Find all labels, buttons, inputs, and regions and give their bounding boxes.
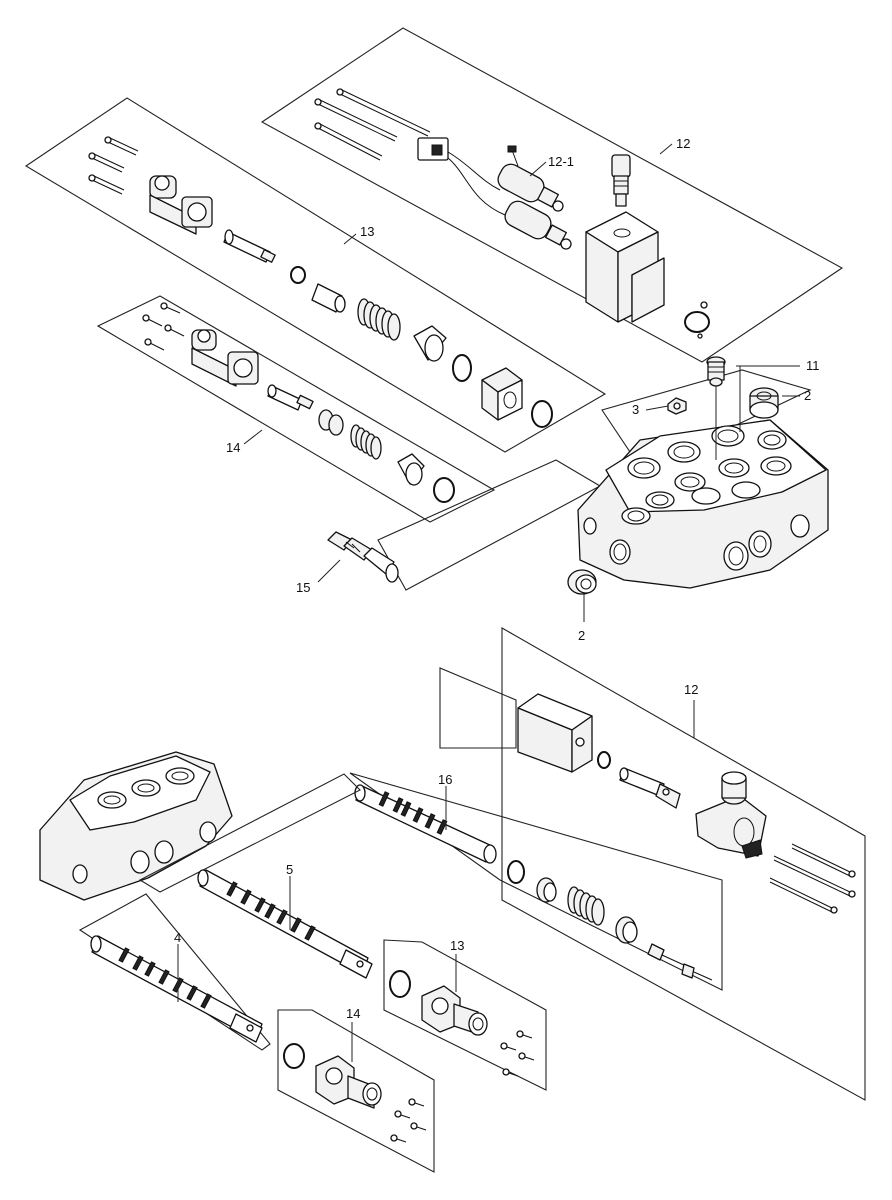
- o-ring-13-bottom: [389, 970, 411, 998]
- part-11-plug: [706, 356, 726, 460]
- group-13-bottom-frame: [383, 939, 547, 1091]
- cup-16: [615, 916, 638, 944]
- spring-13-top: [357, 298, 401, 341]
- relief-fitting-top: [611, 154, 631, 207]
- rod-end: [619, 767, 681, 809]
- spool-14-top: [267, 384, 314, 411]
- callout-12-1: 12-1: [548, 154, 574, 169]
- callout-3: 3: [632, 402, 639, 417]
- cover-13-bottom: [421, 985, 488, 1036]
- group-12-bottom-frame: [501, 627, 866, 1101]
- callout-2-mid: 2: [578, 628, 585, 643]
- callout-13-top: 13: [360, 224, 374, 239]
- group-13-top-frame: [24, 97, 607, 453]
- cover-13-top: [149, 175, 213, 235]
- adapter-block: [517, 693, 593, 773]
- group-14-top-frame: [96, 295, 496, 523]
- callout-13-bottom: 13: [450, 938, 464, 953]
- cover-14-top: [191, 329, 259, 387]
- group-14-top: [96, 295, 496, 523]
- main-valve-body-top: [577, 419, 829, 589]
- snap-ring-16: [507, 860, 525, 884]
- sleeve-13-top: [311, 283, 346, 313]
- spool-16: [354, 784, 497, 864]
- callout-12-top: 12: [676, 136, 690, 151]
- group-12-bottom: [439, 627, 866, 1101]
- electrical-connector: [417, 137, 506, 216]
- bolts-14-top: [142, 302, 185, 351]
- cup-14-top: [397, 453, 425, 486]
- callout-labels: 12 12-1 13 14 11 2 3 15 2 12 16 5 4 13 1…: [174, 136, 820, 1021]
- lever-housing: [695, 771, 767, 859]
- leader-lines: [177, 143, 800, 1062]
- callout-5: 5: [286, 862, 293, 877]
- spool-4: [90, 935, 263, 1043]
- part-15-sensor: [327, 531, 399, 583]
- group-12-top: [260, 27, 844, 363]
- solenoid-valve-block: [585, 211, 665, 323]
- cover-14-bottom: [315, 1055, 382, 1109]
- callout-16: 16: [438, 772, 452, 787]
- bolts-13-top: [88, 136, 139, 195]
- callout-15: 15: [296, 580, 310, 595]
- callout-4: 4: [174, 930, 181, 945]
- part-3-nut: [667, 397, 687, 415]
- spool-5: [197, 869, 373, 979]
- callout-14-bottom: 14: [346, 1006, 360, 1021]
- group-13-bottom: [383, 939, 547, 1091]
- o-ring-13-top: [452, 354, 472, 382]
- o-ring-12-top: [684, 311, 710, 333]
- group-14-bottom-frame: [277, 1009, 435, 1173]
- cap-13-top: [481, 367, 523, 421]
- spool-13-top: [223, 229, 276, 263]
- spring-16: [567, 886, 605, 926]
- o-ring-13-cap: [531, 400, 553, 428]
- group-11-frame: [601, 369, 812, 471]
- plug-small: [700, 301, 708, 309]
- group-14-bottom: [277, 1009, 435, 1173]
- long-bolts-12-bottom: [769, 843, 856, 914]
- o-ring-12-bottom: [597, 751, 611, 769]
- callout-11: 11: [806, 358, 820, 373]
- long-bolts-top: [314, 88, 431, 161]
- callout-12-bottom: 12: [684, 682, 698, 697]
- seat-16: [536, 877, 557, 903]
- part-2-plug-top: [749, 387, 779, 419]
- cup-13-top: [413, 325, 447, 362]
- main-valve-body-bottom: [39, 751, 233, 901]
- solenoid-valve-12-1: [497, 145, 572, 250]
- group-5-frame: [138, 773, 361, 893]
- callout-2-top: 2: [804, 388, 811, 403]
- group-12-top-frame: [260, 27, 844, 363]
- callout-14-top: 14: [226, 440, 240, 455]
- group-16: [349, 772, 723, 991]
- part-2-plug-mid: [567, 569, 597, 595]
- spring-14-top: [350, 424, 382, 460]
- group-12-bottom-inner-frame: [439, 667, 517, 749]
- seat-14-top: [318, 409, 344, 436]
- o-ring-14-bottom: [283, 1043, 305, 1069]
- washer-13-top: [290, 266, 306, 284]
- o-ring-14-top: [433, 477, 455, 503]
- bolt-16: [647, 943, 713, 981]
- bolts-14-bottom: [390, 1098, 427, 1143]
- group-13-top: [24, 97, 607, 453]
- bolts-13-bottom: [500, 1030, 535, 1077]
